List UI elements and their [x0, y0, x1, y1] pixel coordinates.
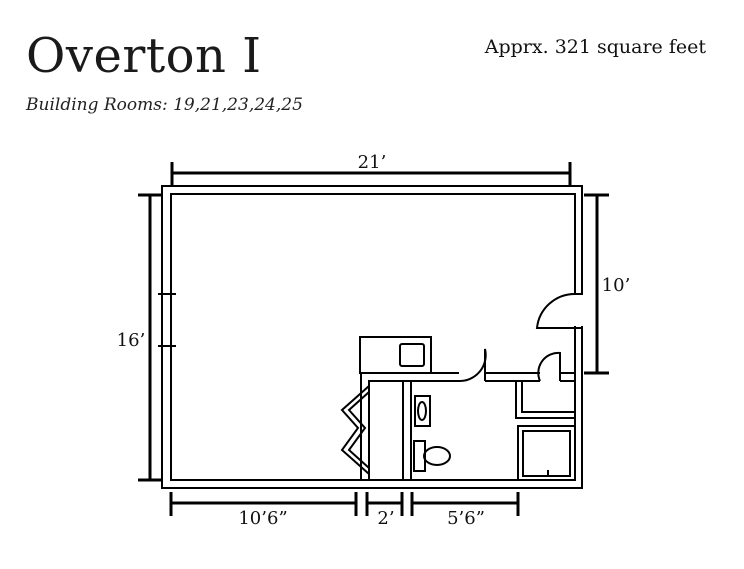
shower-inner [522, 430, 571, 477]
bath-door-swing [458, 348, 487, 383]
vanity-basin [417, 401, 427, 421]
building-rooms-subtitle: Building Rooms: 19,21,23,24,25 [26, 95, 303, 115]
outer-wall [161, 185, 583, 489]
sink [399, 343, 425, 367]
dim-bottom-right-label: 5’6” [447, 508, 485, 529]
toilet-bowl [423, 446, 451, 466]
dim-bottom-left-label: 10’6” [238, 508, 287, 529]
inner-wall [170, 193, 576, 481]
dim-bottom-middle-label: 2’ [377, 508, 394, 529]
closet [515, 381, 575, 419]
dim-right [584, 193, 609, 375]
dim-left-label: 16’ [117, 330, 146, 351]
dim-bottom [169, 492, 520, 516]
bath-wall-inner [368, 380, 459, 480]
dim-left [138, 193, 162, 482]
shower-outer [517, 425, 576, 481]
dim-right-label: 10’ [602, 275, 631, 296]
vanity [414, 395, 431, 427]
closet-door-swing [537, 351, 561, 382]
square-footage-label: Apprx. 321 square feet [484, 36, 706, 58]
page-title: Overton I [26, 28, 262, 84]
entry-door-swing [535, 292, 576, 329]
dim-top-label: 21’ [358, 152, 387, 173]
dim-top [170, 162, 572, 185]
bifold-doors [340, 385, 370, 475]
counter [359, 336, 432, 374]
